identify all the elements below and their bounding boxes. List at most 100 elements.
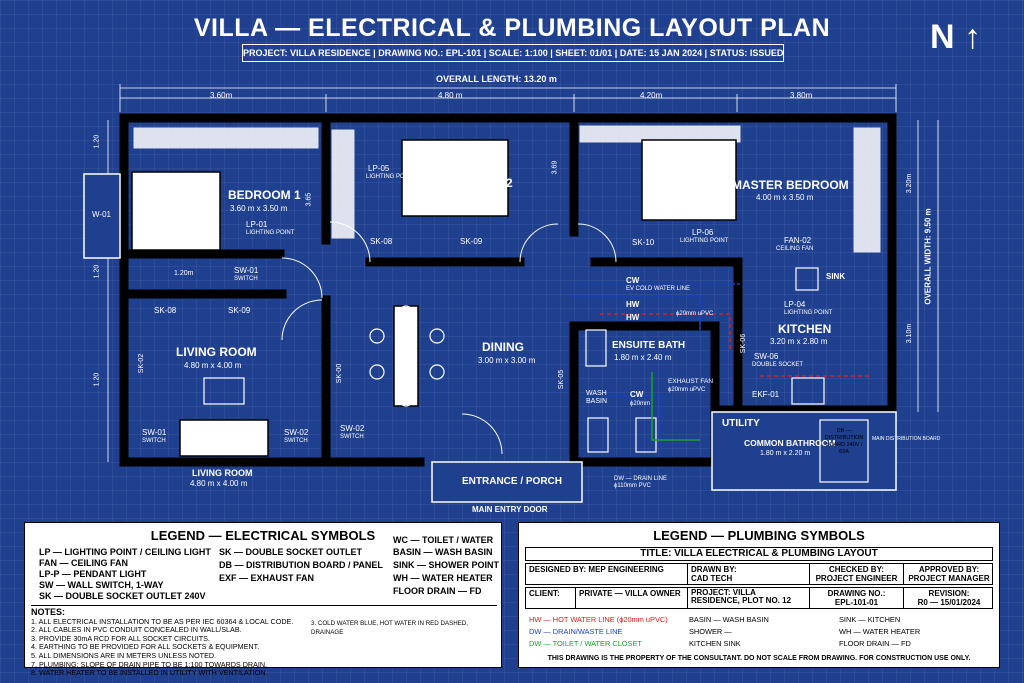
note-line: 1. ALL ELECTRICAL INSTALLATION TO BE AS …: [31, 616, 294, 626]
dim-top-4: 3.80m: [790, 91, 813, 100]
checked-by-value: PROJECT ENGINEER: [815, 574, 898, 583]
sw01b-label: SW-01: [142, 428, 167, 437]
room-kitchen-name: KITCHEN: [778, 322, 832, 336]
sk10-label: SK-10: [632, 238, 655, 247]
note-line: 2. ALL CABLES IN PVC CONDUIT CONCEALED I…: [31, 625, 242, 635]
sw01a-label: SW-01: [234, 266, 259, 275]
project-label: PROJECT:: [691, 588, 731, 597]
room-common-bath-size: 1.80 m x 2.20 m: [760, 450, 811, 457]
dim-top-1: 3.60m: [210, 91, 233, 100]
note-line: 5. ALL DIMENSIONS ARE IN METERS UNLESS N…: [31, 650, 217, 660]
sk09b-label: SK-09: [228, 306, 251, 315]
cw1-desc: EV COLD WATER LINE: [626, 286, 691, 292]
sw02b-label: SW-02: [340, 424, 365, 433]
revision-value: R0 — 15/01/2024: [917, 598, 981, 607]
main-db-label: MAIN DISTRIBUTION BOARD: [872, 436, 941, 442]
drawing-subtitle: PROJECT: VILLA RESIDENCE | DRAWING NO.: …: [242, 44, 784, 62]
drawing-no-cell: DRAWING NO.:EPL-101-01: [810, 588, 904, 608]
note-line: 7. PLUMBING: SLOPE OF DRAIN PIPE TO BE 1…: [31, 659, 268, 669]
legend-el-item: EXF — EXHAUST FAN: [219, 573, 315, 583]
exhaust-label: EXHAUST FAN: [668, 378, 714, 385]
legend-el-item: WC — TOILET / WATER: [393, 535, 494, 545]
exhaust-desc: ϕ20mm uPVC: [668, 387, 706, 393]
client-label: CLIENT:: [526, 588, 576, 608]
project-cell: PROJECT: VILLA RESIDENCE, PLOT NO. 12: [688, 588, 810, 608]
room-living-name: LIVING ROOM: [176, 345, 257, 359]
legend-el-item: BASIN — WASH BASIN: [393, 547, 493, 557]
sk08b-label: SK-08: [154, 306, 177, 315]
legend-el-item: LP-P — PENDANT LIGHT: [39, 569, 147, 579]
dim-left-3: 1.20: [93, 372, 101, 387]
room-living-size: 4.80 m x 4.00 m: [184, 361, 242, 370]
fan02-desc: CEILING FAN: [776, 246, 814, 252]
approved-by-label: APPROVED BY:: [918, 565, 980, 574]
plumbing-legend: LEGEND — PLUMBING SYMBOLS TITLE: VILLA E…: [518, 522, 1000, 668]
project-value: VILLA RESIDENCE, PLOT NO. 12: [691, 588, 792, 605]
plumb-sym: BASIN — WASH BASIN: [689, 615, 769, 624]
room-ensuite-size: 1.80 m x 2.40 m: [614, 353, 672, 362]
room-dining-size: 3.00 m x 3.00 m: [478, 356, 536, 365]
plumb-sym: SINK — KITCHEN: [839, 615, 901, 624]
db-box-label: DB — DISTRIBUTION BOARD 240V / 63A: [824, 428, 864, 455]
room-living-outer-size: 4.80 m x 4.00 m: [190, 479, 248, 488]
plumb-sym: HW — HOT WATER LINE (ϕ20mm uPVC): [529, 615, 668, 624]
dim-inner-2: 3.69: [551, 160, 559, 175]
room-entrance-name: ENTRANCE / PORCH: [462, 476, 563, 487]
electrical-legend-title: LEGEND — ELECTRICAL SYMBOLS: [150, 528, 376, 543]
notes-block: NOTES: 1. ALL ELECTRICAL INSTALLATION TO…: [31, 605, 497, 678]
lp04-label: LP-04: [784, 300, 806, 309]
legend-el-item: DB — DISTRIBUTION BOARD / PANEL: [219, 560, 383, 570]
title-block-title: TITLE: VILLA ELECTRICAL & PLUMBING LAYOU…: [525, 547, 993, 561]
plumb-sym: WH — WATER HEATER: [839, 627, 921, 636]
plumb-sym: DW — TOILET / WATER CLOSET: [529, 639, 642, 648]
wash-basin-label: WASH BASIN: [586, 390, 608, 405]
lp06-desc: LIGHTING POINT: [680, 238, 729, 244]
plumb-sym: DW — DRAIN/WASTE LINE: [529, 627, 623, 636]
approved-by-value: PROJECT MANAGER: [908, 574, 990, 583]
window-w01: W-01: [92, 210, 111, 219]
cw1-label: CW: [626, 276, 640, 285]
room-master-size: 4.00 m x 3.50 m: [756, 193, 814, 202]
dim-top-3: 4.20m: [640, 91, 663, 100]
hw2-desc: ϕ20mm uPVC: [676, 311, 714, 317]
room-bedroom1-size: 3.60 m x 3.50 m: [230, 204, 288, 213]
note-line: 4. EARTHING TO BE PROVIDED FOR ALL SOCKE…: [31, 642, 260, 652]
drawing-footer: THIS DRAWING IS THE PROPERTY OF THE CONS…: [547, 655, 971, 662]
room-dining-name: DINING: [482, 340, 524, 354]
drawing-no-value: EPL-101-01: [834, 598, 879, 607]
sw02b-desc: SWITCH: [340, 434, 364, 440]
note-line: 8. WATER HEATER TO BE INSTALLED IN UTILI…: [31, 668, 268, 678]
dim-top-2: 4.80 m: [438, 91, 463, 100]
lp05-label: LP-05: [368, 164, 390, 173]
hw2-label: HW: [626, 313, 640, 322]
checked-by-cell: CHECKED BY:PROJECT ENGINEER: [810, 564, 904, 584]
room-ensuite-name: ENSUITE BATH: [612, 340, 686, 351]
cw2-desc: ϕ20mm: [630, 401, 651, 407]
dim-left-2: 1.20: [93, 264, 101, 279]
revision-cell: REVISION:R0 — 15/01/2024: [904, 588, 994, 608]
sw01b-desc: SWITCH: [142, 438, 166, 444]
client-value: PRIVATE — VILLA OWNER: [576, 588, 688, 608]
legend-el-item: SK — DOUBLE SOCKET OUTLET: [219, 547, 363, 557]
dim-inner-1: 3.65: [305, 192, 313, 207]
title-block-row2: CLIENT: PRIVATE — VILLA OWNER PROJECT: V…: [525, 587, 993, 609]
legend-el-item: LP — LIGHTING POINT / CEILING LIGHT: [39, 547, 211, 557]
fan02-label: FAN-02: [784, 236, 812, 245]
dim-inner-3: 1.20m: [174, 270, 194, 277]
plumb-sym: KITCHEN SINK: [689, 639, 741, 648]
plumb-sym: SHOWER —: [689, 627, 732, 636]
sk05-label: SK-05: [558, 369, 566, 390]
room-bedroom2-size: 3.40 m x 3.20 m: [444, 191, 502, 200]
plumb-sym: FLOOR DRAIN — FD: [839, 639, 911, 648]
sw01a-desc: SWITCH: [234, 276, 258, 282]
main-door-label: MAIN ENTRY DOOR: [472, 505, 548, 514]
checked-by-label: CHECKED BY:: [829, 565, 884, 574]
approved-by-cell: APPROVED BY:PROJECT MANAGER: [904, 564, 994, 584]
ekf01-label: EKF-01: [752, 390, 780, 399]
room-common-bath-name: COMMON BATHROOM: [744, 438, 836, 448]
designed-by: DESIGNED BY: MEP ENGINEERING: [526, 564, 688, 584]
north-arrow-icon: N ↑: [930, 18, 981, 56]
legend-el-item: FLOOR DRAIN — FD: [393, 586, 482, 596]
drawn-by-cell: DRAWN BY:CAD TECH: [688, 564, 810, 584]
dim-right-1: 3.20m: [906, 173, 914, 194]
